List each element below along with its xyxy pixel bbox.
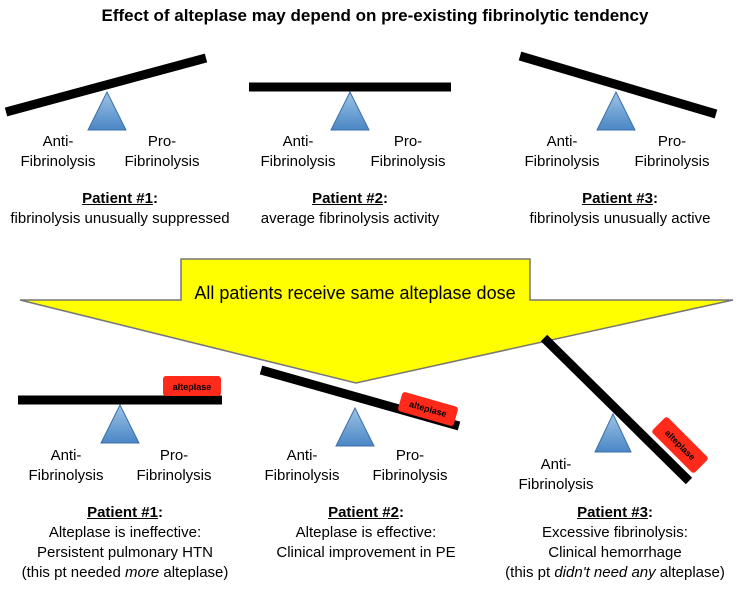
anti-line1: Anti- [42,133,74,150]
anti-label-top-1: Anti- Fibrinolysis [20,132,96,172]
pro-label-top-2: Pro- Fibrinolysis [368,132,448,172]
alteplase-label-1: alteplase [173,382,212,392]
pro-line2: Fibrinolysis [124,153,200,170]
pro-label-top-1: Pro- Fibrinolysis [122,132,202,172]
arrow-banner-text: All patients receive same alteplase dose [194,283,516,303]
outcome-line1: Alteplase is effective: [295,524,437,541]
heading-colon: : [152,190,158,207]
patient-heading: Patient #2 [328,504,399,521]
anti-line1: Anti- [282,133,314,150]
outcome-line3: (this pt needed more alteplase) [0,563,250,583]
note-pre: (this pt needed [21,564,125,581]
heading-colon: : [647,504,653,521]
alteplase-block-1: alteplase [163,376,221,396]
pro-line2: Fibrinolysis [372,467,448,484]
down-arrow [19,258,734,384]
patient-desc: average fibrinolysis activity [260,210,440,227]
patient-caption-after-2: Patient #2: Alteplase is effective: Clin… [246,503,486,563]
anti-line2: Fibrinolysis [518,476,594,493]
anti-line1: Anti- [546,133,578,150]
note-post: alteplase) [655,564,725,581]
fulcrum-top-2 [330,90,370,131]
patient-heading: Patient #3 [582,190,653,207]
beam-bottom-3 [540,334,693,485]
patient-desc: fibrinolysis unusually suppressed [10,210,230,227]
outcome-line2: Persistent pulmonary HTN [37,544,213,561]
patient-caption-before-2: Patient #2: average fibrinolysis activit… [230,189,470,229]
pro-line1: Pro- [159,447,189,464]
note-post: alteplase) [159,564,229,581]
heading-colon: : [398,504,404,521]
heading-colon: : [382,190,388,207]
fulcrum-top-3 [596,90,636,131]
pro-line1: Pro- [147,133,177,150]
anti-line2: Fibrinolysis [524,153,600,170]
anti-label-top-3: Anti- Fibrinolysis [522,132,602,172]
patient-heading: Patient #3 [577,504,648,521]
heading-colon: : [157,504,163,521]
note-pre: (this pt [505,564,555,581]
outcome-line3: (this pt didn't need any alteplase) [490,563,740,583]
pro-line2: Fibrinolysis [370,153,446,170]
pro-label-top-3: Pro- Fibrinolysis [632,132,712,172]
anti-label-top-2: Anti- Fibrinolysis [258,132,338,172]
fulcrum-top-1 [87,90,127,131]
fulcrum-bottom-3 [594,412,632,453]
anti-line2: Fibrinolysis [264,467,340,484]
outcome-line1: Alteplase is ineffective: [48,524,202,541]
heading-colon: : [652,190,658,207]
pro-line2: Fibrinolysis [136,467,212,484]
fulcrum-bottom-1 [100,403,140,444]
outcome-line1: Excessive fibrinolysis: [542,524,688,541]
fulcrum-bottom-2 [335,406,375,447]
alteplase-block-2: alteplase [398,392,458,426]
patient-heading: Patient #1 [87,504,158,521]
patient-heading: Patient #1 [82,190,153,207]
patient-caption-before-1: Patient #1: fibrinolysis unusually suppr… [0,189,240,229]
outcome-line2: Clinical hemorrhage [548,544,682,561]
diagram-title: Effect of alteplase may depend on pre-ex… [101,6,649,25]
note-emphasis: more [125,564,160,581]
alteplase-block-3: alteplase [652,417,708,473]
anti-label-bottom-2: Anti- Fibrinolysis [262,446,342,486]
patient-caption-after-1: Patient #1: Alteplase is ineffective: Pe… [0,503,250,583]
pro-line1: Pro- [657,133,687,150]
pro-label-bottom-2: Pro- Fibrinolysis [370,446,450,486]
pro-label-bottom-1: Pro- Fibrinolysis [134,446,214,486]
beam-top-1 [4,53,208,117]
anti-line2: Fibrinolysis [260,153,336,170]
anti-line2: Fibrinolysis [20,153,96,170]
patient-caption-before-3: Patient #3: fibrinolysis unusually activ… [500,189,740,229]
patient-heading: Patient #2 [312,190,383,207]
note-emphasis: didn't need any [554,564,656,581]
anti-line1: Anti- [50,447,82,464]
pro-line1: Pro- [393,133,423,150]
anti-label-bottom-3: Anti- Fibrinolysis [516,455,596,495]
anti-line1: Anti- [540,456,572,473]
patient-desc: fibrinolysis unusually active [529,210,711,227]
pro-line1: Pro- [395,447,425,464]
beam-top-3 [518,51,718,119]
outcome-line2: Clinical improvement in PE [276,544,456,561]
anti-line2: Fibrinolysis [28,467,104,484]
patient-caption-after-3: Patient #3: Excessive fibrinolysis: Clin… [490,503,740,583]
anti-line1: Anti- [286,447,318,464]
anti-label-bottom-1: Anti- Fibrinolysis [26,446,106,486]
pro-line2: Fibrinolysis [634,153,710,170]
